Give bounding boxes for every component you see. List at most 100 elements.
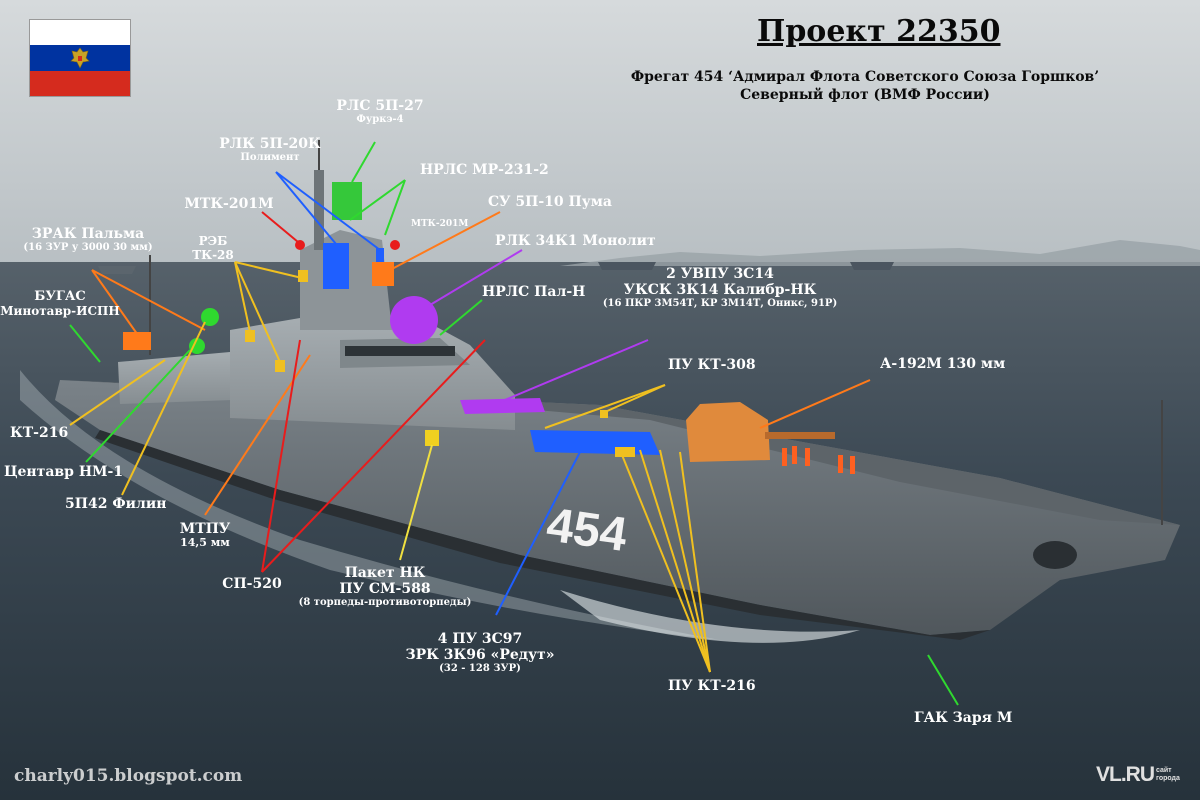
leader-reb — [234, 261, 251, 333]
watermark: charly015.blogspot.com — [14, 766, 243, 786]
paket-nk-highlight — [425, 430, 439, 446]
label-sub: (32 - 128 ЗУР) — [439, 663, 521, 675]
reb-box-3 — [298, 270, 308, 282]
leader-centavr — [85, 349, 191, 463]
leader-paket — [399, 444, 433, 561]
leader-reb — [234, 261, 303, 279]
crew — [805, 448, 810, 466]
mast-upper — [314, 170, 324, 250]
label-main: 4 ПУ 3С97 — [437, 631, 523, 647]
sky — [0, 0, 1200, 275]
label-main: 5П42 Филин — [65, 496, 167, 512]
label-sub: (16 ЗУР у 3000 30 мм) — [23, 242, 153, 254]
rlk-5p20k-panel — [323, 243, 349, 289]
a-192m-barrel — [765, 432, 835, 439]
rls-5p27-highlight — [332, 182, 362, 220]
label-line-2: ЗРК 3К96 «Редут» — [405, 647, 555, 664]
label-sub: Фуркэ-4 — [356, 114, 404, 126]
label-sub: Минотавр-ИСПН — [0, 303, 120, 318]
distant-hills — [560, 240, 1200, 266]
5p42-dome — [201, 308, 219, 326]
site-logo-sub-2: города — [1156, 775, 1180, 783]
leader-pu-kt-216 — [659, 449, 711, 673]
hull — [55, 380, 1180, 635]
leader-nrls-pal — [439, 299, 483, 336]
label-main: НРЛС Пал-Н — [482, 284, 586, 300]
label-main: ЗРАК Пальма — [31, 226, 145, 242]
label-main: МТК-201М — [184, 196, 274, 212]
leader-rls-5p27 — [351, 141, 376, 183]
label-a-192m: А-192М 130 мм — [880, 356, 1005, 372]
zrak-palma-highlight — [123, 332, 151, 350]
crew — [792, 446, 797, 464]
leader-pu-kt-216 — [639, 449, 711, 673]
label-main: РЭБ — [198, 234, 228, 248]
kt-308-marker — [600, 410, 608, 418]
label-sp-520: СП-520 — [222, 576, 281, 592]
page-title: Проект 22350 — [757, 14, 1001, 49]
label-main: НРЛС МР-231-2 — [420, 162, 549, 178]
label-main: РЛК 5П-20К — [219, 136, 321, 152]
label-mtk-201m-small: МТК-201М — [411, 219, 468, 229]
coat-of-arms-icon — [70, 47, 90, 69]
label-main: Центавр НМ-1 — [4, 464, 124, 480]
label-main: ГАК Заря М — [914, 710, 1013, 726]
leader-rlk-5p20k — [275, 171, 337, 245]
leader-zrak-palma — [91, 269, 206, 331]
leader-gak — [927, 654, 959, 706]
subtitle-line-2: Северный флот (ВМФ России) — [740, 87, 990, 104]
crew — [850, 456, 855, 474]
label-main: РЛС 5П-27 — [336, 98, 424, 114]
leader-rlk-5p20k — [275, 171, 381, 251]
hawse-pipe — [1033, 541, 1077, 569]
label-sub: Полимент — [240, 152, 300, 164]
label-rls-5p27: РЛС 5П-27 Фуркэ-4 — [336, 98, 423, 126]
leader-nrls-mr231 — [384, 179, 406, 236]
label-kt-216: КТ-216 — [10, 425, 68, 441]
label-pu-kt-308: ПУ КТ-308 — [668, 357, 756, 373]
russian-flag — [30, 20, 130, 96]
label-main: 2 УВПУ 3С14 — [666, 266, 774, 282]
label-main: РЛК 34К1 Монолит — [495, 233, 656, 249]
reb-box-2 — [275, 360, 285, 372]
flag-stripe-red — [30, 70, 130, 96]
hull-number: 454 — [543, 498, 630, 562]
flag-stripe-white — [30, 20, 130, 46]
label-zrak-palma: ЗРАК Пальма (16 ЗУР у 3000 30 мм) — [23, 226, 152, 254]
label-sub: ТК-28 — [192, 247, 234, 262]
label-main: Пакет НК — [344, 565, 426, 581]
label-main: КТ-216 — [10, 425, 69, 441]
label-centavr: Центавр НМ-1 — [4, 464, 123, 480]
leader-pu-kt-216 — [619, 449, 711, 673]
leader-kt-308 — [544, 384, 666, 429]
leader-bugas — [69, 324, 101, 363]
rlk-34k1-dome — [390, 296, 438, 344]
label-main: ПУ КТ-216 — [668, 678, 756, 694]
leader-uvpu — [499, 339, 649, 403]
label-line-2: УКСК 3К14 Калибр-НК — [623, 282, 817, 299]
label-main: БУГАС — [34, 289, 86, 304]
leader-sp-520 — [261, 339, 301, 573]
leader-lines — [69, 141, 959, 706]
label-gak: ГАК Заря М — [914, 710, 1012, 726]
leader-a-192m — [759, 379, 871, 429]
label-main: МТПУ — [179, 521, 231, 537]
a-192m-turret — [686, 402, 770, 462]
page-subtitle: Фрегат 454 ‘Адмирал Флота Советского Сою… — [631, 68, 1099, 104]
label-rlk-5p20k: РЛК 5П-20К Полимент — [219, 136, 321, 164]
label-su-5p10: СУ 5П-10 Пума — [488, 194, 612, 210]
leader-5p42 — [121, 321, 206, 496]
label-redut: 4 ПУ 3С97 ЗРК 3К96 «Редут» (32 - 128 ЗУР… — [406, 631, 555, 675]
superstructure-aft — [118, 352, 232, 404]
label-sub: (16 ПКР 3М54Т, КР 3М14Т, Оникс, 91Р) — [602, 298, 838, 310]
label-pu-kt-216: ПУ КТ-216 — [668, 678, 756, 694]
su-5p10-highlight — [372, 262, 394, 286]
leader-zrak-palma — [91, 269, 141, 339]
label-paket: Пакет НК ПУ СМ-588 (8 торпеды-противотор… — [299, 565, 472, 609]
leader-redut — [495, 451, 581, 616]
centavr-dome — [189, 338, 205, 354]
label-mtk-201m: МТК-201М — [184, 196, 273, 212]
